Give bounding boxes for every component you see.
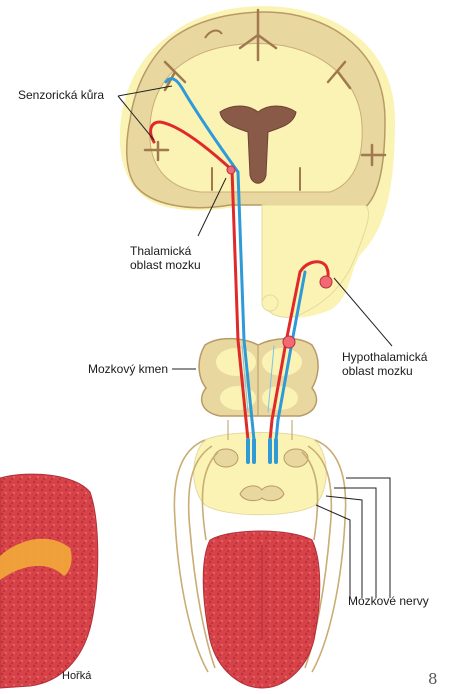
label-bitter: Hořká bbox=[62, 669, 91, 683]
medulla-section bbox=[194, 433, 327, 515]
tongue-left bbox=[0, 474, 98, 688]
label-hypothalamic-2: oblast mozku bbox=[342, 364, 413, 378]
hypothalamus-node bbox=[320, 276, 332, 288]
label-cranial-nerves: Mozkové nervy bbox=[348, 594, 429, 608]
label-thalamic-1: Thalamická bbox=[130, 244, 191, 258]
page-number: 8 bbox=[428, 672, 438, 686]
brainstem-section bbox=[199, 339, 318, 416]
label-thalamic-2: oblast mozku bbox=[130, 258, 201, 272]
brainstem-node bbox=[283, 336, 295, 348]
label-brainstem: Mozkový kmen bbox=[88, 362, 168, 376]
label-sensory-cortex: Senzorická kůra bbox=[18, 88, 104, 102]
label-hypothalamic-1: Hypothalamická bbox=[342, 350, 427, 364]
thalamus-node bbox=[227, 166, 235, 174]
tongue-center bbox=[203, 531, 320, 688]
